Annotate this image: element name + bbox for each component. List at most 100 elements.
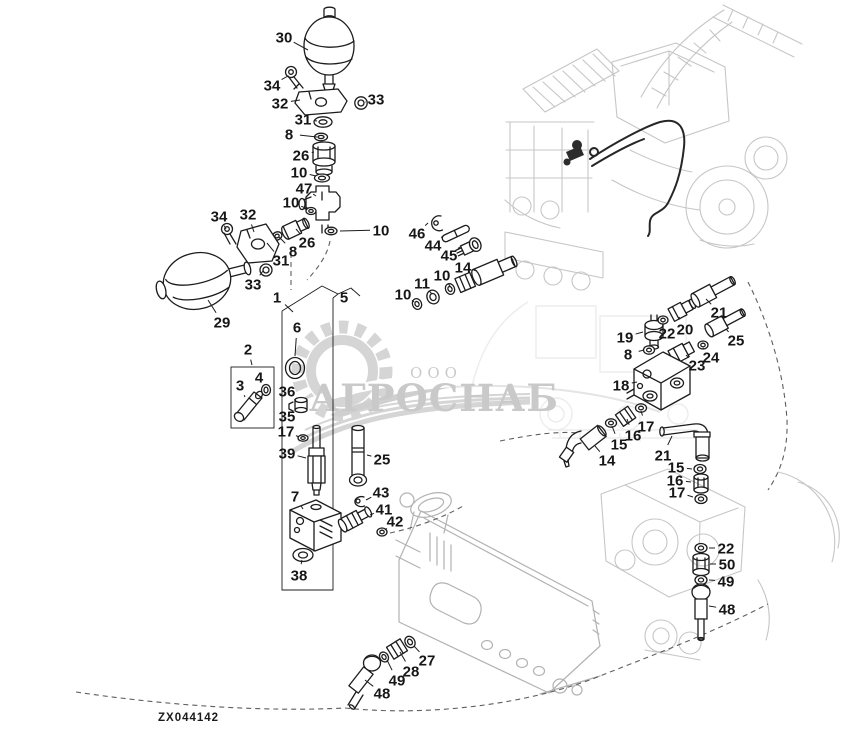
callout-32: 32 bbox=[272, 96, 289, 113]
leader-line-45 bbox=[457, 246, 461, 249]
callout-32: 32 bbox=[240, 207, 257, 224]
part-22-ring bbox=[694, 542, 708, 554]
callout-36: 36 bbox=[279, 384, 296, 401]
leader-line-48 bbox=[708, 605, 717, 608]
callout-11: 11 bbox=[414, 276, 430, 293]
seal-kit-box-2 bbox=[230, 366, 275, 429]
leader-line-15 bbox=[686, 467, 693, 470]
part-48-hose-end bbox=[347, 654, 382, 710]
leader-line-3 bbox=[243, 394, 246, 398]
part-29-accumulator bbox=[155, 251, 252, 311]
callout-24: 24 bbox=[703, 350, 720, 367]
callout-44: 44 bbox=[425, 238, 442, 255]
callout-10: 10 bbox=[395, 287, 412, 304]
leader-line-10 bbox=[309, 174, 317, 177]
callout-5: 5 bbox=[340, 290, 348, 307]
leader-line-21 bbox=[667, 435, 673, 446]
part-6-oring bbox=[284, 356, 306, 380]
leader-line-46 bbox=[424, 222, 429, 226]
part-46-clip bbox=[431, 215, 444, 232]
callout-48: 48 bbox=[719, 602, 736, 619]
callout-49: 49 bbox=[718, 574, 735, 591]
callout-21: 21 bbox=[711, 305, 728, 322]
part-34-bolt bbox=[284, 65, 304, 90]
callout-20: 20 bbox=[677, 322, 694, 339]
callout-39: 39 bbox=[279, 446, 296, 463]
callout-10: 10 bbox=[373, 223, 390, 240]
callout-10: 10 bbox=[291, 165, 308, 182]
callout-45: 45 bbox=[441, 248, 458, 265]
callout-35: 35 bbox=[279, 409, 296, 426]
part-45-bolt bbox=[455, 237, 482, 257]
hydraulic-tank-sketch bbox=[395, 492, 601, 696]
leader-line-44 bbox=[440, 234, 445, 238]
part-16-fitting bbox=[693, 473, 709, 494]
part-33-nut bbox=[354, 96, 368, 110]
leader-line-14 bbox=[594, 445, 601, 452]
leader-line-42 bbox=[384, 527, 388, 531]
callout-41: 41 bbox=[376, 502, 393, 519]
part-26-fitting bbox=[281, 217, 310, 240]
callout-16: 16 bbox=[667, 473, 684, 490]
callout-49: 49 bbox=[389, 673, 406, 690]
part-49-ring bbox=[694, 574, 708, 586]
leader-line-8 bbox=[278, 236, 286, 244]
part-10-ring bbox=[444, 282, 456, 296]
leader-line-28 bbox=[399, 651, 406, 662]
leader-line-14 bbox=[473, 269, 478, 272]
document-code: ZX044142 bbox=[158, 712, 219, 724]
leader-line-17 bbox=[687, 494, 694, 498]
part-21-hose bbox=[690, 275, 736, 308]
part-3-fitting bbox=[233, 390, 264, 423]
part-49-ring bbox=[378, 651, 390, 663]
leader-line-10 bbox=[339, 229, 371, 232]
parts-drawings bbox=[155, 6, 746, 710]
callout-42: 42 bbox=[387, 514, 404, 531]
leader-line-48 bbox=[364, 679, 374, 687]
leader-line-32 bbox=[290, 99, 301, 102]
part-41-fitting bbox=[337, 506, 373, 533]
leader-line-11 bbox=[429, 290, 433, 295]
part-39-stem bbox=[307, 424, 326, 496]
part-14-hose-elbow bbox=[558, 424, 607, 468]
hose-fitting-body bbox=[566, 146, 584, 161]
part-44-pin bbox=[441, 224, 470, 243]
callout-8: 8 bbox=[285, 127, 293, 144]
leader-line-8 bbox=[299, 134, 318, 138]
leader-line-15 bbox=[611, 425, 616, 434]
callout-4: 4 bbox=[255, 370, 264, 387]
part-34-bolt bbox=[220, 222, 237, 245]
part-8-ring bbox=[642, 345, 656, 355]
leader-line-47 bbox=[312, 193, 317, 197]
part-42-ring bbox=[376, 527, 388, 537]
dashed-connector-lines bbox=[75, 240, 788, 712]
callout-16: 16 bbox=[625, 428, 642, 445]
leader-line-29 bbox=[207, 299, 217, 313]
leader-line-43 bbox=[365, 496, 372, 501]
callout-17: 17 bbox=[669, 485, 686, 502]
callout-17: 17 bbox=[638, 419, 655, 436]
callout-2: 2 bbox=[244, 342, 252, 359]
leader-line-34 bbox=[281, 75, 289, 81]
part-14-hose-end bbox=[471, 255, 518, 286]
callout-17: 17 bbox=[278, 424, 295, 441]
part-22-ring bbox=[657, 315, 669, 325]
part-43-clamp bbox=[354, 495, 366, 508]
callout-6: 6 bbox=[293, 320, 301, 337]
leader-line-8 bbox=[638, 349, 645, 352]
part-15-ring bbox=[604, 418, 618, 428]
part-10-ring bbox=[411, 297, 423, 311]
leader-line-26 bbox=[311, 151, 315, 154]
hose-routing-on-tractor bbox=[563, 119, 686, 237]
callout-10: 10 bbox=[434, 268, 451, 285]
part-17-ring bbox=[634, 403, 648, 413]
callout-25: 25 bbox=[374, 452, 391, 469]
leader-line-17 bbox=[640, 410, 643, 416]
part-32-bracket bbox=[236, 223, 280, 264]
callout-33: 33 bbox=[368, 92, 385, 109]
part-26-fitting bbox=[312, 141, 336, 176]
callout-21: 21 bbox=[655, 448, 672, 465]
part-8-ring bbox=[313, 132, 329, 142]
